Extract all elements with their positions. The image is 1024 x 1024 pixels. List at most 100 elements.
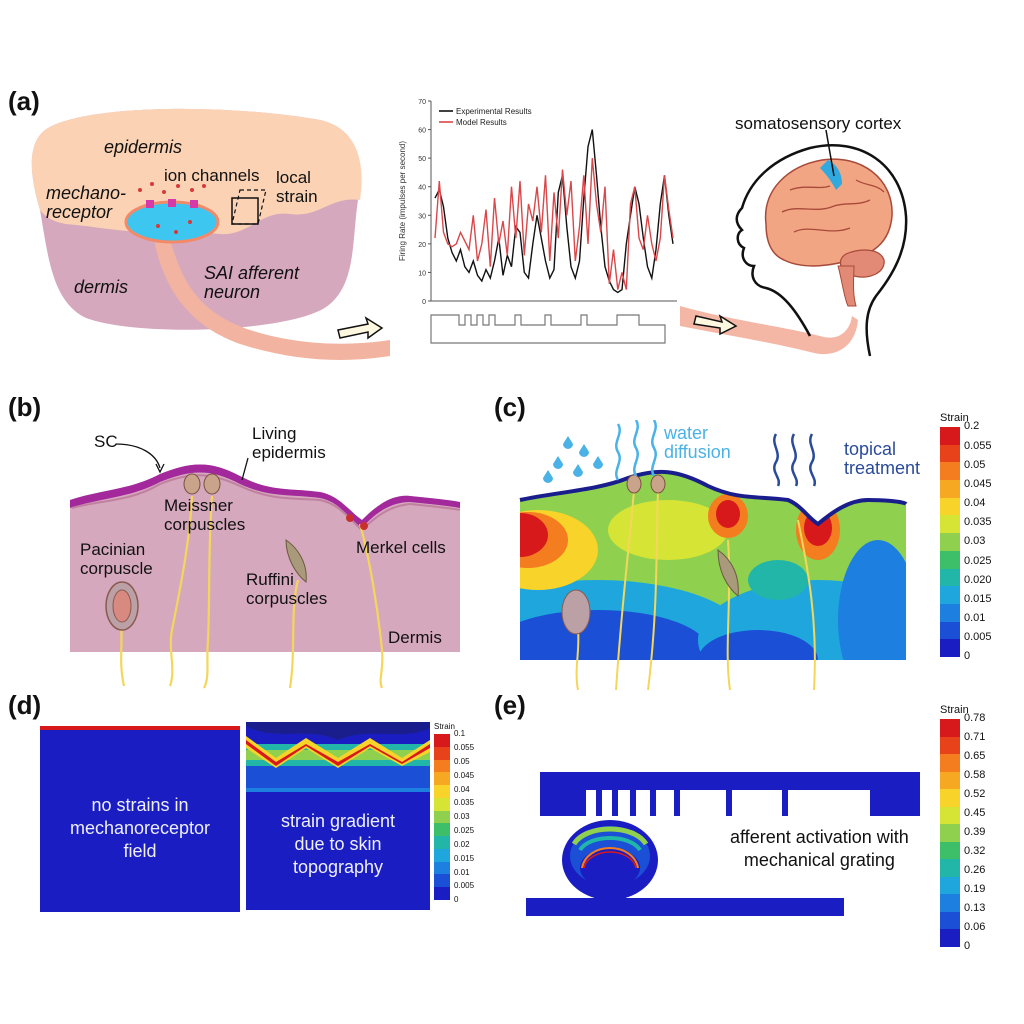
colorbar-e-tick: 0.65 [964,750,986,763]
colorbar-e-swatch [940,894,960,913]
mechanoreceptor-label: mechano- receptor [46,183,127,222]
colorbar-e-swatch [940,911,960,930]
brain-stem [837,265,857,307]
colorbar-c-swatch [940,586,960,605]
afferent-activation-text: afferent activation with mechanical grat… [730,827,909,870]
colorbar-c-tick: 0.025 [964,554,992,567]
meissner-corpuscle-2 [203,473,221,495]
head-brain-illustration [680,129,908,357]
panel-label-d: (d) [8,690,42,720]
colorbar-c-tick: 0.2 [964,420,980,433]
colorbar-e-tick: 0.26 [964,864,986,877]
colorbar-d-tick: 0.02 [454,839,470,849]
colorbar-c-swatch [940,603,960,623]
colorbar-e-swatch [940,719,960,738]
colorbar-d-swatch [434,823,450,837]
head-outline [735,143,908,357]
colorbar-e-tick: 0.32 [964,845,986,858]
no-strain-text: no strains in mechanoreceptor field [69,795,211,861]
colorbar-c-swatch [940,462,960,481]
colorbar-e-tick: 0 [964,940,971,953]
y-tick-label: 10 [418,270,426,277]
skin-layers-b [70,443,461,689]
afferent-neuron-tail [154,240,390,360]
skin-schematic-a [31,108,390,360]
colorbar-e-tick: 0.58 [964,769,986,782]
epidermis-region-a [31,108,362,235]
colorbar-e-title: Strain [940,704,969,716]
colorbar-c-swatch [940,533,960,552]
colorbar-d-swatch [434,887,450,901]
colorbar-d-swatch [434,836,450,850]
colorbar-e-tick: 0.13 [964,902,986,915]
colorbar-d-tick: 0.01 [454,867,470,877]
local-strain-label: local strain [276,168,318,206]
ions [138,182,206,234]
y-tick-label: 50 [418,156,426,163]
colorbar-e-swatch [940,789,960,808]
colorbar-c-swatch [940,621,960,640]
colorbar-d-tick: 0.04 [454,784,470,794]
series-line-experimental [434,129,674,294]
topical-treatment-label: topical treatment [844,439,921,478]
panel-label-b: (b) [8,392,42,422]
colorbar-c-title: Strain [940,412,969,424]
dermis-label-a: dermis [74,277,129,297]
colorbar-c-tick: 0.045 [964,477,992,490]
grating-model-e [526,772,920,916]
colorbar-c-tick: 0.035 [964,516,992,529]
nerve-fibers [118,495,384,689]
colorbar-e-tick: 0.45 [964,807,986,820]
colorbar-d-swatch [434,746,450,761]
colorbar-e-tick: 0.39 [964,826,986,839]
colorbar-d-swatch [434,874,450,888]
colorbar-d-swatch [434,797,450,812]
colorbar-e-swatch [940,929,960,948]
panel-label-c: (c) [494,392,526,422]
merkel-label: Merkel cells [356,538,446,557]
colorbar-c-swatch [940,550,960,570]
y-axis-label: Firing Rate (impulses per second) [398,141,407,261]
somatosensory-region [820,160,842,190]
y-tick-label: 40 [418,185,426,192]
colorbar-d-tick: 0.025 [454,826,475,836]
pacinian-label: Pacinian corpuscle [80,540,153,578]
meissner-label: Meissner corpuscles [164,496,246,534]
water-diffusion-arrows [615,420,657,481]
colorbar-c-swatch [940,427,960,446]
colorbar-d-tick: 0.015 [454,853,475,863]
legend-label: Experimental Results [456,107,532,116]
colorbar-d-tick: 0.035 [454,798,475,808]
topical-treatment-arrows [773,433,817,487]
y-tick-label: 20 [418,242,426,249]
colorbar-c-tick: 0.020 [964,573,992,586]
colorbar-d-tick: 0.005 [454,881,475,891]
y-tick-label: 0 [422,299,426,306]
strain-gradient-text: strain gradient due to skin topography [280,811,396,877]
colorbar-e-swatch [940,841,960,860]
colorbar-c-swatch [940,497,960,516]
colorbar-d-title: Strain [434,722,455,731]
colorbar-c-tick: 0 [964,650,971,663]
colorbar-c-tick: 0.01 [964,612,986,625]
arrow-to-brain [680,306,858,355]
sc-label: SC [94,432,118,451]
y-tick-label: 60 [418,128,426,135]
dermis-label-b: Dermis [388,628,442,647]
colorbar-d-tick: 0.05 [454,756,470,766]
colorbar-d-swatch [434,785,450,799]
colorbar-d-swatch [434,848,450,863]
strain-field-d-right [246,722,430,910]
panel-label-e: (e) [494,690,526,720]
mechanoreceptor-cell [124,200,220,244]
epidermis-label-a: epidermis [104,137,183,157]
dermis-block-b [70,464,460,652]
grating-top [540,772,920,816]
colorbar-c-tick: 0.005 [964,631,992,644]
chart-lines [434,129,674,294]
